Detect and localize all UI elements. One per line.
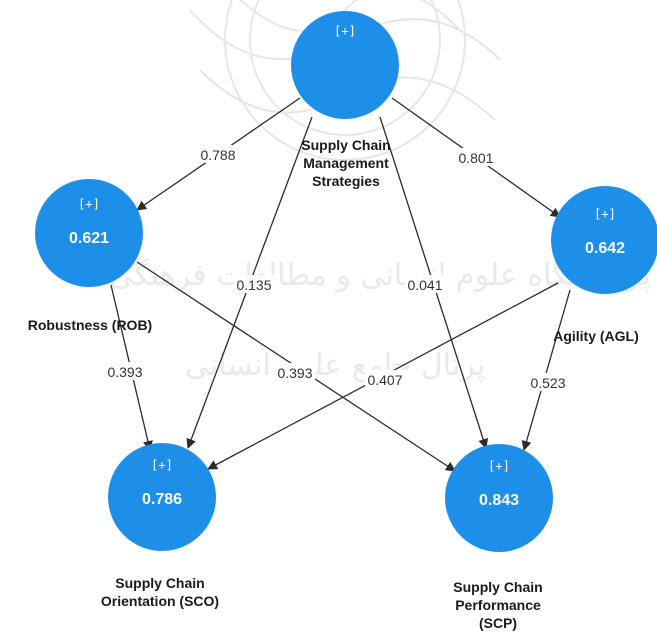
path-arrow-agl-scp xyxy=(521,289,571,451)
r-squared-value-agl: 0.642 xyxy=(585,240,625,257)
path-coefficient-bg xyxy=(198,145,238,163)
expand-toggle-scm[interactable]: [+] xyxy=(334,24,356,38)
path-coefficient-scm-agl: 0.801 xyxy=(458,150,493,166)
path-scm-rob: 0.788 xyxy=(136,97,301,211)
construct-circle-sco[interactable] xyxy=(108,443,216,551)
expand-toggle-agl[interactable]: [+] xyxy=(594,207,616,221)
expand-toggle-scp[interactable]: [+] xyxy=(488,459,510,473)
r-squared-value-sco: 0.786 xyxy=(142,491,182,508)
r-squared-value-rob: 0.621 xyxy=(69,230,109,247)
path-coefficient-bg xyxy=(105,362,145,380)
path-scm-sco: 0.135 xyxy=(186,116,313,449)
construct-label-scm: Supply Chain xyxy=(301,137,390,153)
construct-circle-agl[interactable] xyxy=(551,186,657,294)
construct-label-agl: Agility (AGL) xyxy=(553,328,639,344)
path-coefficient-rob-scp: 0.393 xyxy=(277,365,312,381)
construct-circle-scm[interactable] xyxy=(291,11,399,119)
path-rob-sco: 0.393 xyxy=(105,284,153,451)
path-coefficient-bg xyxy=(365,370,405,388)
construct-label-scp: Performance xyxy=(455,597,541,613)
path-coefficient-bg xyxy=(234,275,274,293)
construct-label-scm: Strategies xyxy=(312,173,380,189)
expand-toggle-rob[interactable]: [+] xyxy=(78,197,100,211)
construct-circle-scp[interactable] xyxy=(445,444,553,552)
watermark: پژوهشگاه علوم انسانی و مطالعات فرهنگی پر… xyxy=(109,0,651,383)
path-rob-scp: 0.393 xyxy=(136,261,456,472)
path-coefficient-bg xyxy=(275,363,315,381)
construct-label-scp: Supply Chain xyxy=(453,579,542,595)
watermark-text-line2: پرتال جامع علوم انسانی xyxy=(185,348,485,383)
path-coefficient-scm-scp: 0.041 xyxy=(407,277,442,293)
construct-label-sco: Supply Chain xyxy=(115,575,204,591)
path-coefficient-bg xyxy=(456,148,496,166)
path-agl-sco: 0.407 xyxy=(207,282,559,470)
path-coefficient-scm-rob: 0.788 xyxy=(200,147,235,163)
construct-label-sco: Orientation (SCO) xyxy=(101,593,219,609)
construct-label-rob: Robustness (ROB) xyxy=(28,317,152,333)
construct-label-scp: (SCP) xyxy=(479,615,517,631)
r-squared-value-scp: 0.843 xyxy=(479,492,519,509)
path-coefficient-agl-scp: 0.523 xyxy=(530,375,565,391)
path-agl-scp: 0.523 xyxy=(521,289,571,451)
construct-circle-rob[interactable] xyxy=(35,179,143,287)
expand-toggle-sco[interactable]: [+] xyxy=(151,458,173,472)
edges-layer: 0.788 0.801 0.135 0.041 0.393 0.393 0.407 0.523 xyxy=(105,97,571,472)
path-coefficient-agl-sco: 0.407 xyxy=(367,372,402,388)
construct-label-scm: Management xyxy=(303,155,389,171)
path-coefficient-bg xyxy=(405,275,445,293)
path-coefficient-bg xyxy=(528,373,568,391)
path-scm-scp: 0.041 xyxy=(379,116,489,449)
path-coefficient-rob-sco: 0.393 xyxy=(107,364,142,380)
nodes-layer: [+]Supply ChainManagementStrategies[+]0.… xyxy=(28,11,657,631)
path-scm-agl: 0.801 xyxy=(391,97,561,218)
path-coefficient-scm-sco: 0.135 xyxy=(236,277,271,293)
